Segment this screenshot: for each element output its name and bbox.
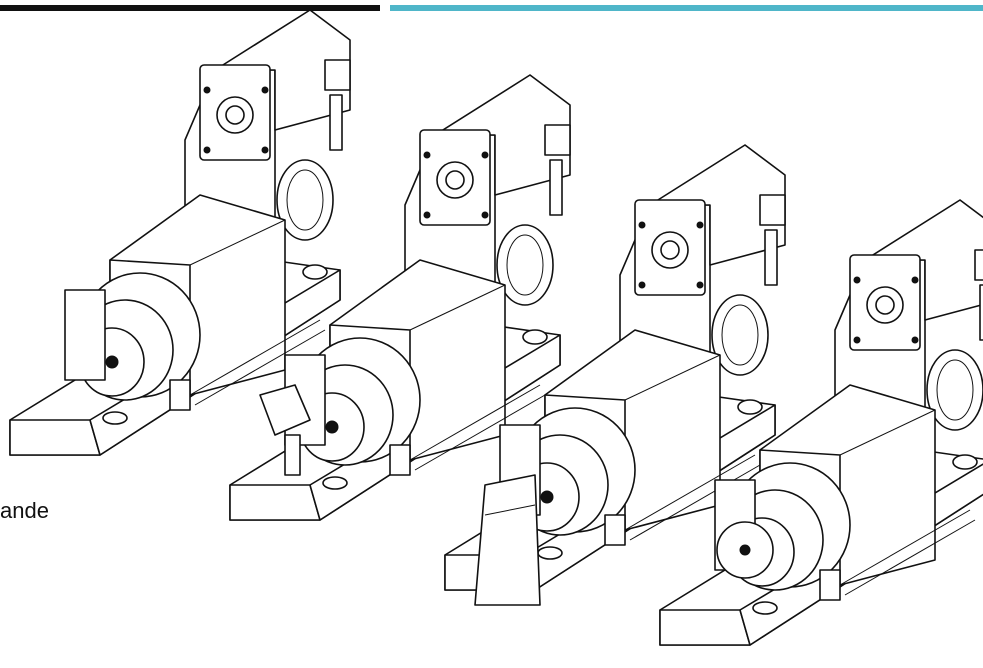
top-color-band <box>0 0 983 11</box>
machine-unit-3 <box>444 144 786 606</box>
machine-unit-2 <box>229 74 571 521</box>
top-band-teal-segment <box>390 5 983 11</box>
top-band-graphic <box>0 5 983 11</box>
machine-unit-4 <box>659 199 983 646</box>
top-band-dark-segment <box>0 5 380 11</box>
caption-text: ande <box>0 498 49 523</box>
